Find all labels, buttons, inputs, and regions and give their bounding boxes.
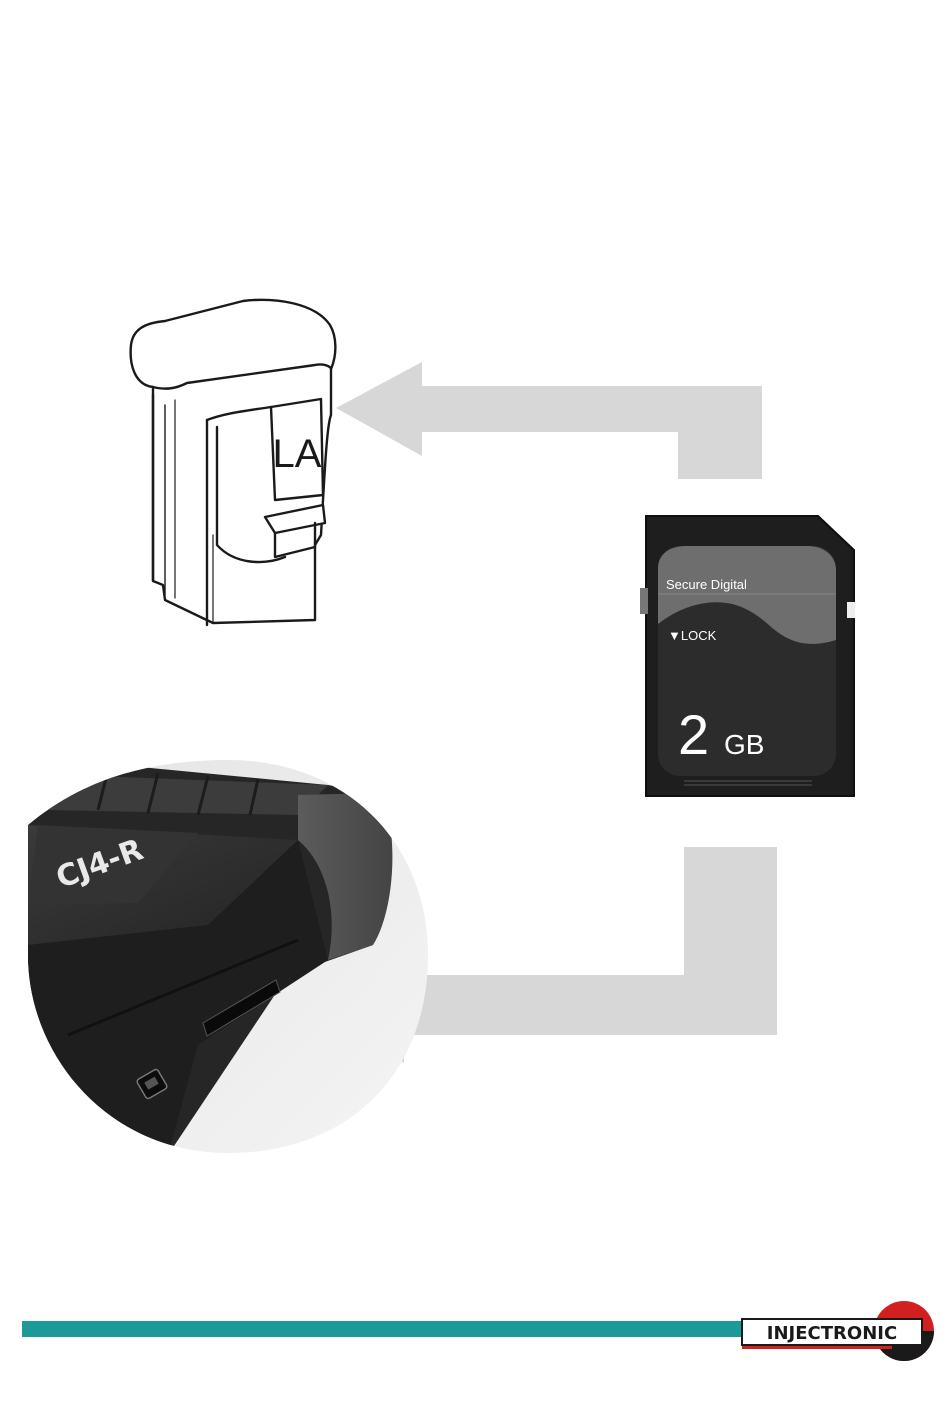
la-adapter-illustration: LA: [125, 295, 350, 630]
sd-capacity-number: 2: [678, 703, 709, 766]
sd-brand-text: Secure Digital: [666, 577, 747, 592]
arrow-to-adapter: [336, 360, 766, 484]
logo-text: INJECTRONIC: [767, 1323, 897, 1344]
cj4r-device-photo: CJ4-R: [28, 755, 428, 1155]
injectronic-logo: INJECTRONIC: [740, 1298, 936, 1364]
footer-accent-bar: [22, 1321, 744, 1337]
la-label: LA: [273, 432, 322, 476]
sd-lock-text: ▼LOCK: [668, 628, 717, 643]
sd-card-image: Secure Digital ▼LOCK 2 GB: [640, 514, 855, 800]
sd-capacity-unit: GB: [724, 729, 764, 760]
